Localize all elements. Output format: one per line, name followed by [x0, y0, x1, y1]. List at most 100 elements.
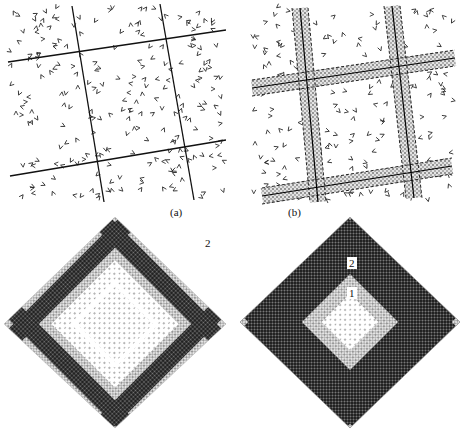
mineral-mark — [39, 74, 44, 79]
mineral-mark — [268, 114, 272, 118]
mineral-mark — [19, 113, 23, 117]
mineral-mark — [36, 51, 42, 57]
mineral-mark — [437, 43, 443, 49]
mineral-mark — [97, 116, 103, 122]
mineral-mark — [161, 186, 167, 192]
mineral-mark — [324, 145, 329, 150]
block-outline — [4, 217, 226, 428]
mineral-mark — [218, 94, 223, 99]
mineral-mark — [253, 141, 257, 145]
mineral-mark — [118, 29, 124, 35]
mineral-mark — [126, 116, 131, 121]
mineral-mark — [195, 24, 201, 30]
mineral-mark — [155, 77, 160, 82]
mineral-mark — [33, 12, 38, 17]
mineral-mark — [147, 161, 152, 166]
mineral-mark — [341, 32, 346, 37]
mineral-mark — [54, 4, 59, 9]
mineral-mark — [71, 64, 75, 68]
mineral-mark — [93, 60, 98, 65]
mineral-mark — [191, 27, 196, 32]
mineral-mark — [153, 156, 159, 162]
mineral-mark — [154, 96, 159, 101]
mineral-mark — [265, 129, 270, 134]
mineral-mark — [78, 31, 84, 37]
mineral-mark — [169, 184, 174, 189]
mineral-mark — [172, 187, 177, 192]
mineral-mark — [138, 111, 143, 116]
mineral-mark — [214, 43, 219, 48]
mineral-mark — [258, 155, 263, 160]
mineral-mark — [41, 182, 46, 187]
mineral-mark — [172, 110, 178, 116]
mineral-mark — [29, 161, 35, 167]
mineral-mark — [191, 36, 196, 41]
mineral-mark — [344, 109, 349, 114]
mineral-mark — [60, 123, 65, 128]
mineral-mark — [58, 145, 63, 150]
mineral-mark — [333, 103, 338, 108]
mineral-mark — [210, 18, 215, 23]
mineral-mark — [203, 67, 208, 72]
mineral-mark — [286, 8, 291, 13]
mineral-mark — [150, 111, 156, 117]
mineral-mark — [107, 112, 113, 118]
mineral-mark — [100, 82, 105, 87]
mineral-mark — [40, 18, 45, 23]
mineral-mark — [127, 107, 132, 112]
mineral-mark — [74, 71, 80, 77]
mineral-mark — [373, 26, 378, 31]
mineral-mark — [334, 144, 338, 148]
mineral-mark — [218, 75, 223, 80]
mineral-mark — [321, 52, 326, 57]
mineral-mark — [95, 89, 101, 95]
altered-block-advanced — [209, 181, 462, 429]
mineral-mark — [262, 46, 268, 52]
mineral-mark — [427, 135, 432, 140]
mineral-mark — [140, 92, 144, 96]
mineral-mark — [136, 29, 142, 35]
mineral-mark — [366, 131, 372, 137]
mineral-mark — [162, 159, 166, 163]
mineral-mark — [162, 85, 168, 91]
mineral-mark — [191, 83, 197, 89]
mineral-mark — [426, 9, 432, 15]
mineral-mark — [209, 154, 214, 159]
mineral-mark — [48, 69, 54, 75]
mineral-mark — [54, 162, 58, 166]
mineral-mark — [313, 21, 319, 27]
mineral-mark — [198, 76, 202, 80]
mineral-mark — [19, 193, 25, 199]
mineral-mark — [56, 62, 61, 67]
mineral-mark — [79, 193, 85, 199]
mineral-mark — [39, 23, 43, 27]
mineral-mark — [74, 137, 79, 142]
altered-block-partial — [0, 134, 305, 429]
mineral-mark — [171, 168, 176, 173]
mineral-mark — [163, 13, 169, 19]
mineral-mark — [180, 102, 185, 107]
mineral-mark — [14, 111, 18, 115]
mineral-mark — [385, 192, 391, 198]
altered-bands — [252, 6, 455, 204]
mineral-mark — [137, 20, 142, 25]
mineral-mark — [441, 88, 446, 93]
fracture-lines — [8, 4, 226, 202]
mineral-mark — [178, 148, 183, 153]
mineral-mark — [332, 39, 337, 44]
mineral-mark — [144, 84, 149, 89]
mineral-mark — [375, 137, 380, 142]
mineral-mark — [217, 153, 222, 158]
mineral-mark — [447, 183, 452, 188]
mineral-mark — [277, 127, 283, 133]
mineral-mark — [380, 119, 385, 124]
mineral-mark — [356, 42, 361, 47]
mineral-mark — [172, 139, 178, 145]
mineral-mark — [272, 12, 277, 17]
mineral-mark — [34, 25, 39, 30]
mineral-mark — [202, 101, 207, 106]
mineral-mark — [179, 155, 184, 160]
mineral-mark — [276, 53, 281, 58]
mineral-mark — [32, 17, 37, 22]
